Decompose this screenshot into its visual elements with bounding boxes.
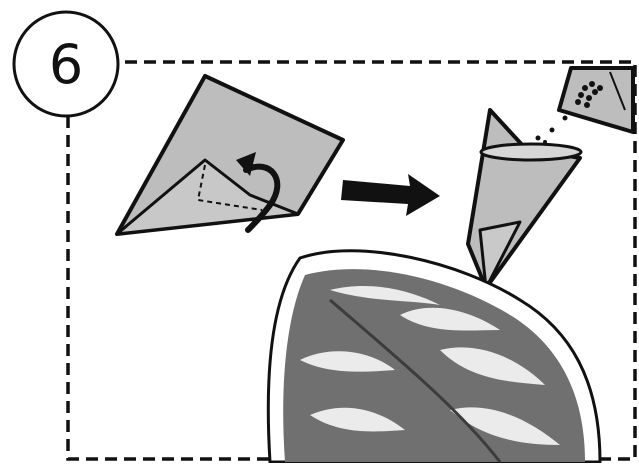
leaf-pot-icon xyxy=(268,251,600,462)
folded-square-icon xyxy=(117,76,343,234)
step-number: 6 xyxy=(26,24,106,104)
paper-cone-icon xyxy=(468,110,581,288)
right-arrow-icon xyxy=(341,174,440,216)
seed-packet-icon xyxy=(536,68,634,144)
